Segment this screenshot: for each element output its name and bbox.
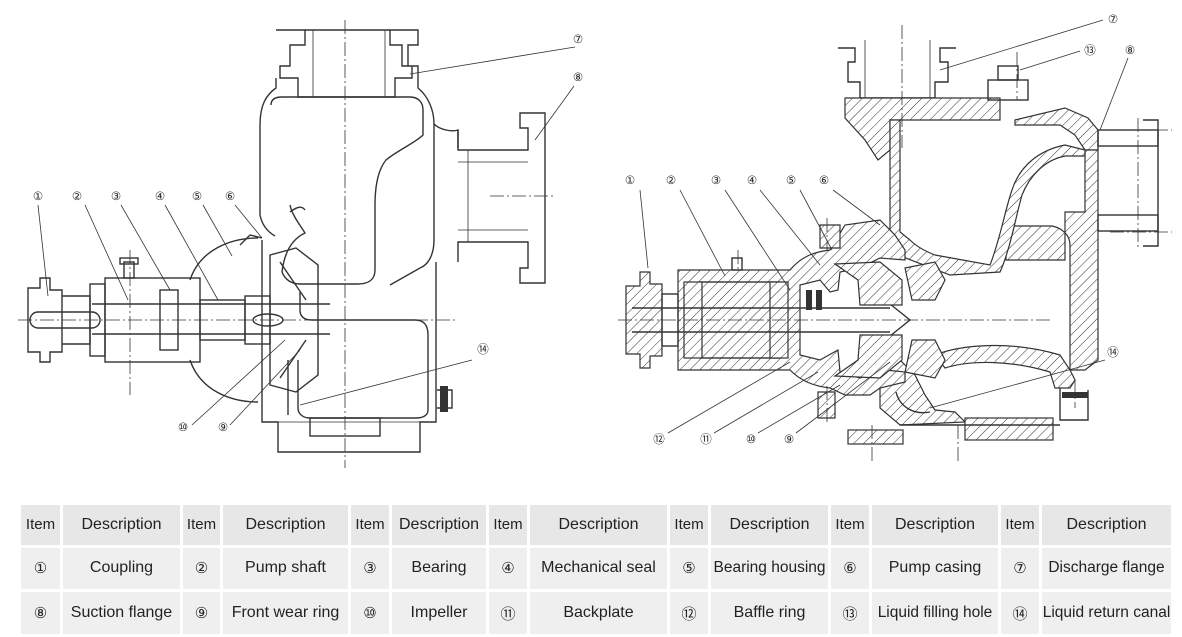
callout-7: ⑦ [573,34,583,46]
callout-1: ① [33,191,43,203]
item-header: Item [351,505,389,545]
item-description: Liquid filling hole [872,592,998,634]
item-description: Discharge flange [1042,547,1171,590]
callout-9: ⑨ [218,422,228,434]
item-number: ⑨ [183,592,220,634]
item-description: Front wear ring [223,592,348,634]
callout-10: ⑩ [178,422,188,434]
item-description: Pump shaft [223,547,348,590]
item-description: Pump casing [872,547,998,590]
right-pump-drawing [618,25,1172,462]
item-number: ③ [351,547,389,590]
callout-14: ⑭ [1107,346,1119,359]
callout-3: ③ [111,191,121,203]
callout-5: ⑤ [786,175,796,187]
item-number: ⑬ [831,592,869,634]
callout-6: ⑥ [225,191,235,203]
item-description: Bearing housing [711,547,828,590]
item-description: Suction flange [63,592,180,634]
item-header: Item [670,505,708,545]
item-number: ⑭ [1001,592,1039,634]
item-description: Liquid return canal [1042,592,1171,634]
description-header: Description [223,505,348,545]
item-number: ⑦ [1001,547,1039,590]
item-number: ⑪ [489,592,527,634]
right-callouts: ⑦ ⑬ ⑧ ① ② ③ ④ ⑤ ⑥ ⑭ ⑫ ⑪ ⑩ ⑨ [625,14,1135,446]
item-header: Item [183,505,220,545]
callout-8: ⑧ [573,72,583,84]
description-header: Description [872,505,998,545]
callout-14: ⑭ [477,343,489,356]
item-number: ⑥ [831,547,869,590]
callout-4: ④ [155,191,165,203]
item-header: Item [831,505,869,545]
item-description: Backplate [530,592,667,634]
callout-2: ② [72,191,82,203]
item-description: Coupling [63,547,180,590]
callout-4: ④ [747,175,757,187]
callout-12: ⑫ [653,433,665,446]
callout-7: ⑦ [1108,14,1118,26]
legend-header-row: Item Description Item Description Item D… [21,505,1171,545]
parts-legend-table: Item Description Item Description Item D… [18,502,1174,637]
callout-9: ⑨ [784,434,794,446]
item-number: ⑩ [351,592,389,634]
callout-5: ⑤ [192,191,202,203]
callout-3: ③ [711,175,721,187]
description-header: Description [1042,505,1171,545]
item-description: Mechanical seal [530,547,667,590]
item-description: Bearing [392,547,486,590]
description-header: Description [392,505,486,545]
item-number: ⑤ [670,547,708,590]
left-pump-drawing [18,20,555,468]
item-number: ⑫ [670,592,708,634]
legend-row: ⑧ Suction flange ⑨ Front wear ring ⑩ Imp… [21,592,1171,634]
pump-cross-section-drawings: ① ② ③ ④ ⑤ ⑥ ⑦ ⑧ ⑭ ⑩ ⑨ ⑦ ⑬ ⑧ ① ② ③ ④ ⑤ ⑥ … [18,14,1172,468]
callout-13: ⑬ [1084,44,1096,57]
item-description: Impeller [392,592,486,634]
callout-6: ⑥ [819,175,829,187]
callout-10: ⑩ [746,434,756,446]
right-leader-lines [639,19,1129,434]
callout-11: ⑪ [700,433,712,446]
legend-row: ① Coupling ② Pump shaft ③ Bearing ④ Mech… [21,547,1171,590]
callout-1: ① [625,175,635,187]
item-header: Item [21,505,60,545]
item-description: Baffle ring [711,592,828,634]
item-header: Item [489,505,527,545]
description-header: Description [63,505,180,545]
description-header: Description [530,505,667,545]
item-number: ④ [489,547,527,590]
item-number: ① [21,547,60,590]
description-header: Description [711,505,828,545]
item-header: Item [1001,505,1039,545]
callout-2: ② [666,175,676,187]
item-number: ② [183,547,220,590]
callout-8: ⑧ [1125,45,1135,57]
item-number: ⑧ [21,592,60,634]
left-leader-lines [37,46,576,426]
left-callouts: ① ② ③ ④ ⑤ ⑥ ⑦ ⑧ ⑭ ⑩ ⑨ [33,34,583,434]
